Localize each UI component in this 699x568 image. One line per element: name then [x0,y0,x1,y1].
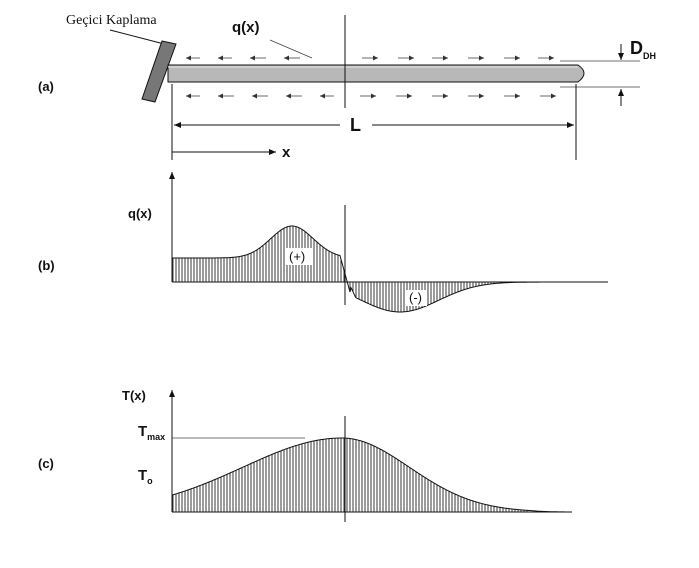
panel-a-tag: (a) [38,79,54,94]
flux-leader-line [269,39,313,59]
positive-label-bg [285,248,313,265]
panel-b-y-label: q(x) [128,206,152,221]
x-label: x [282,144,291,161]
rod [167,64,585,83]
panel-c-tag: (c) [38,456,54,471]
negative-label: (-) [409,290,422,305]
length-label: L [350,115,361,135]
panel-c-y-label: T(x) [122,388,146,403]
coating-label: Geçici Kaplama [66,13,157,28]
positive-flux-hatch [172,226,345,282]
tmax-label: Tmax [138,423,165,442]
to-label: To [138,467,153,486]
panel-b-tag: (b) [38,258,55,273]
flux-curve [172,225,576,313]
coating-plate [141,40,177,103]
flux-label: q(x) [232,19,260,36]
temperature-hatch [172,438,528,512]
panel-a: (a) Geçici Kaplama DDH q(x) [38,13,656,161]
coating-leader-line [109,29,169,46]
temperature-curve [171,437,572,513]
panel-c: (c) T(x) Tmax To [38,388,572,522]
diameter-label: DDH [630,38,656,61]
panel-b: (b) q(x) (+) (-) [38,172,608,313]
positive-label: (+) [289,249,305,264]
negative-label-bg [405,290,427,306]
